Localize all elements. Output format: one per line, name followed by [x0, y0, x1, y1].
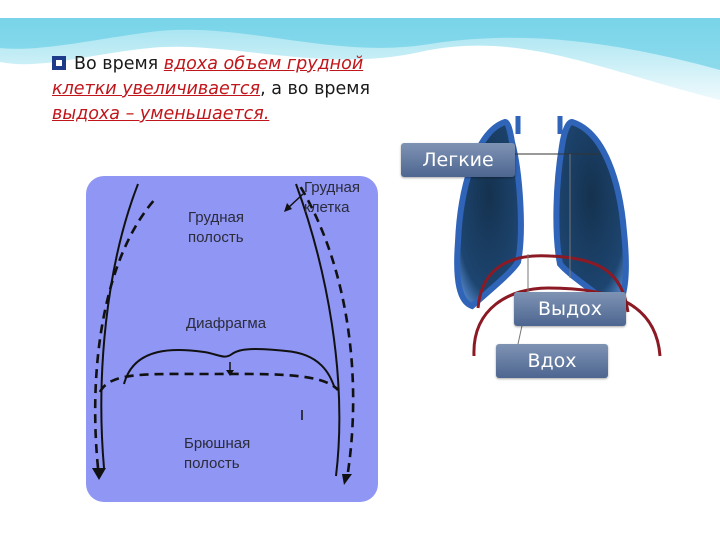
- chest-wall-solid: [100, 183, 139, 469]
- header-wave: [0, 18, 720, 100]
- label-chest-wall-1: Грудная: [304, 179, 360, 196]
- bullet-text-exhale-phrase: выдоха – уменьшается.: [52, 104, 270, 124]
- label-chest-wall-2: клетка: [304, 199, 350, 216]
- label-thoracic-1: Грудная: [188, 209, 244, 226]
- diaphragm-dashed: [98, 372, 339, 393]
- chest-wall-dashed: [93, 197, 157, 469]
- label-exhale: Выдох: [514, 292, 626, 326]
- label-thoracic-2: полость: [188, 229, 244, 246]
- label-diaphragm: Диафрагма: [186, 315, 267, 332]
- bullet-text-part3: , а во время: [260, 79, 370, 99]
- chest-cavity-diagram: Грудная полость Грудная клетка Диафрагма…: [86, 176, 378, 502]
- checkbox-bullet-icon: [52, 56, 66, 70]
- label-abdominal-2: полость: [184, 455, 240, 472]
- bullet-paragraph: Во время вдоха объем грудной клетки увел…: [52, 52, 382, 127]
- exhale-curve: [476, 254, 630, 313]
- label-lungs: Легкие: [401, 143, 515, 177]
- label-abdominal-1: Брюшная: [184, 435, 250, 452]
- label-inhale: Вдох: [496, 344, 608, 378]
- bullet-text-inhale-phrase: вдоха объем грудной клетки увеличивается: [52, 54, 364, 99]
- diaphragm-solid: [123, 348, 335, 387]
- inhale-curve: [472, 286, 662, 357]
- bullet-text-part1: Во время: [74, 54, 164, 74]
